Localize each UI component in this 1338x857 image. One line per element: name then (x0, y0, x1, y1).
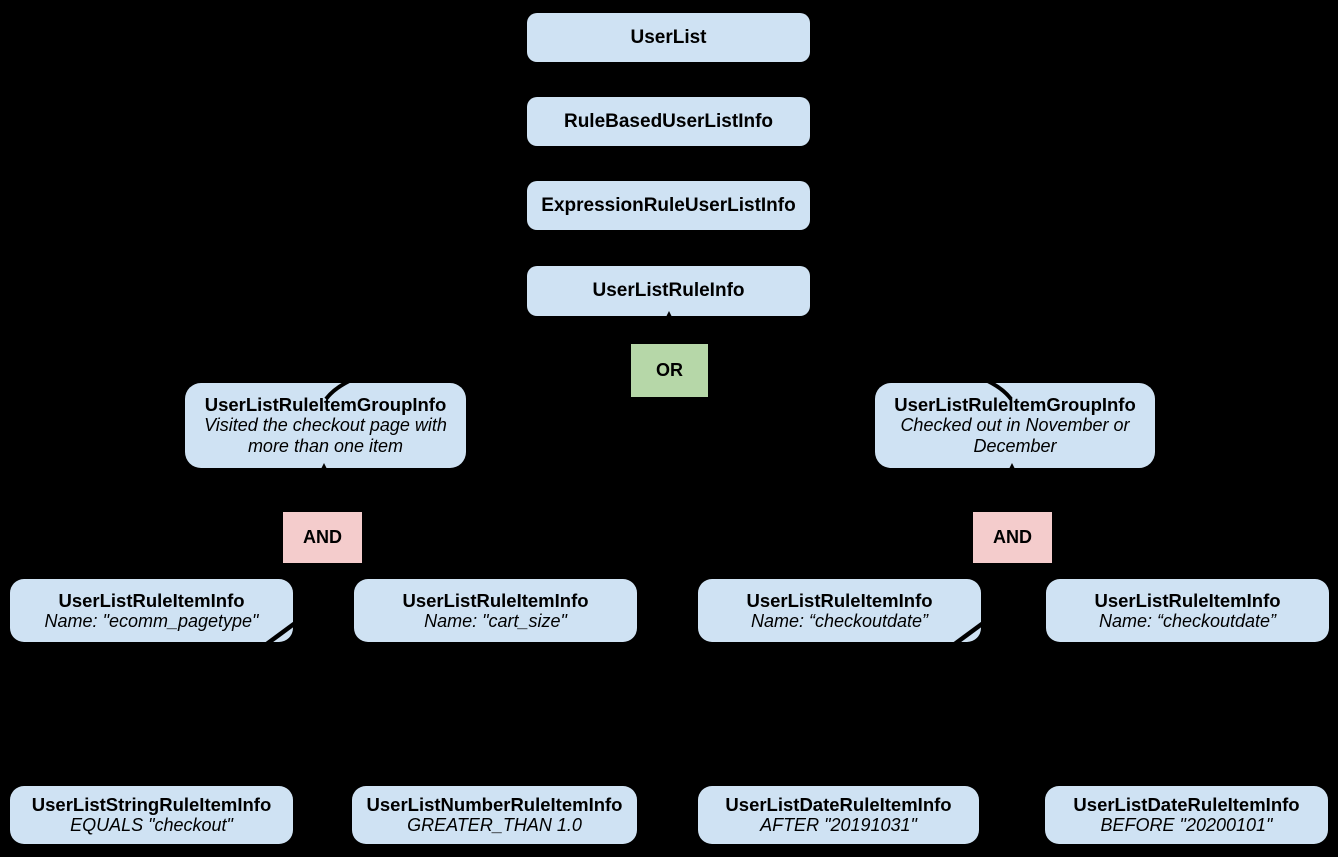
node-title: UserListNumberRuleItemInfo (366, 794, 623, 815)
node-dateruleitem-after: UserListDateRuleItemInfo AFTER "20191031… (698, 786, 979, 844)
and-operator-box-left: AND (283, 512, 362, 563)
or-label: OR (656, 360, 683, 380)
node-ruleitem-cart-size: UserListRuleItemInfo Name: "cart_size" (354, 579, 637, 642)
node-title: UserListRuleItemInfo (58, 589, 245, 611)
node-userlist: UserList (527, 13, 810, 62)
node-title: UserListDateRuleItemInfo (725, 794, 952, 815)
node-title: RuleBasedUserListInfo (563, 110, 774, 132)
node-ruleitemgroup-right: UserListRuleItemGroupInfo Checked out in… (875, 383, 1155, 468)
and-label: AND (993, 527, 1032, 547)
node-title: UserListRuleItemInfo (1094, 589, 1281, 611)
node-description: EQUALS "checkout" (70, 815, 233, 835)
node-title: ExpressionRuleUserListInfo (541, 194, 796, 216)
node-description: Name: "ecomm_pagetype" (44, 610, 259, 631)
node-stringruleitem-equals-checkout: UserListStringRuleItemInfo EQUALS "check… (10, 786, 293, 844)
node-rulebaseduserlistinfo: RuleBasedUserListInfo (527, 97, 810, 146)
node-description: AFTER "20191031" (760, 815, 917, 835)
and-operator-box-right: AND (973, 512, 1052, 563)
or-operator-box: OR (631, 344, 708, 397)
node-ruleitemgroup-left: UserListRuleItemGroupInfo Visited the ch… (185, 383, 466, 468)
node-title: UserListRuleInfo (592, 280, 745, 301)
and-label: AND (303, 527, 342, 547)
node-expressionruleuserlistinfo: ExpressionRuleUserListInfo (527, 181, 810, 230)
node-numberruleitem-greater-than: UserListNumberRuleItemInfo GREATER_THAN … (352, 786, 637, 844)
node-ruleitem-checkoutdate-2: UserListRuleItemInfo Name: “checkoutdate… (1046, 579, 1329, 642)
node-description: BEFORE "20200101" (1100, 815, 1273, 835)
node-ruleitem-ecomm-pagetype: UserListRuleItemInfo Name: "ecomm_pagety… (10, 579, 293, 642)
node-ruleitem-checkoutdate-1: UserListRuleItemInfo Name: “checkoutdate… (698, 579, 981, 642)
node-title: UserListRuleItemInfo (746, 589, 933, 611)
node-description: Name: “checkoutdate” (1098, 610, 1277, 631)
node-description: GREATER_THAN 1.0 (407, 815, 582, 835)
node-title: UserListRuleItemGroupInfo (204, 394, 447, 415)
node-description: Visited the checkout page with more than… (204, 415, 447, 456)
node-title: UserListRuleItemGroupInfo (894, 394, 1136, 415)
node-title: UserListDateRuleItemInfo (1073, 794, 1300, 815)
node-dateruleitem-before: UserListDateRuleItemInfo BEFORE "2020010… (1045, 786, 1328, 844)
node-description: Checked out in November or December (900, 415, 1130, 456)
node-title: UserListStringRuleItemInfo (31, 794, 272, 815)
node-title: UserListRuleItemInfo (402, 589, 589, 611)
node-userlistruleinfo: UserListRuleInfo (527, 266, 810, 316)
node-title: UserList (630, 26, 707, 48)
node-description: Name: “checkoutdate” (750, 610, 929, 631)
node-description: Name: "cart_size" (424, 610, 567, 631)
